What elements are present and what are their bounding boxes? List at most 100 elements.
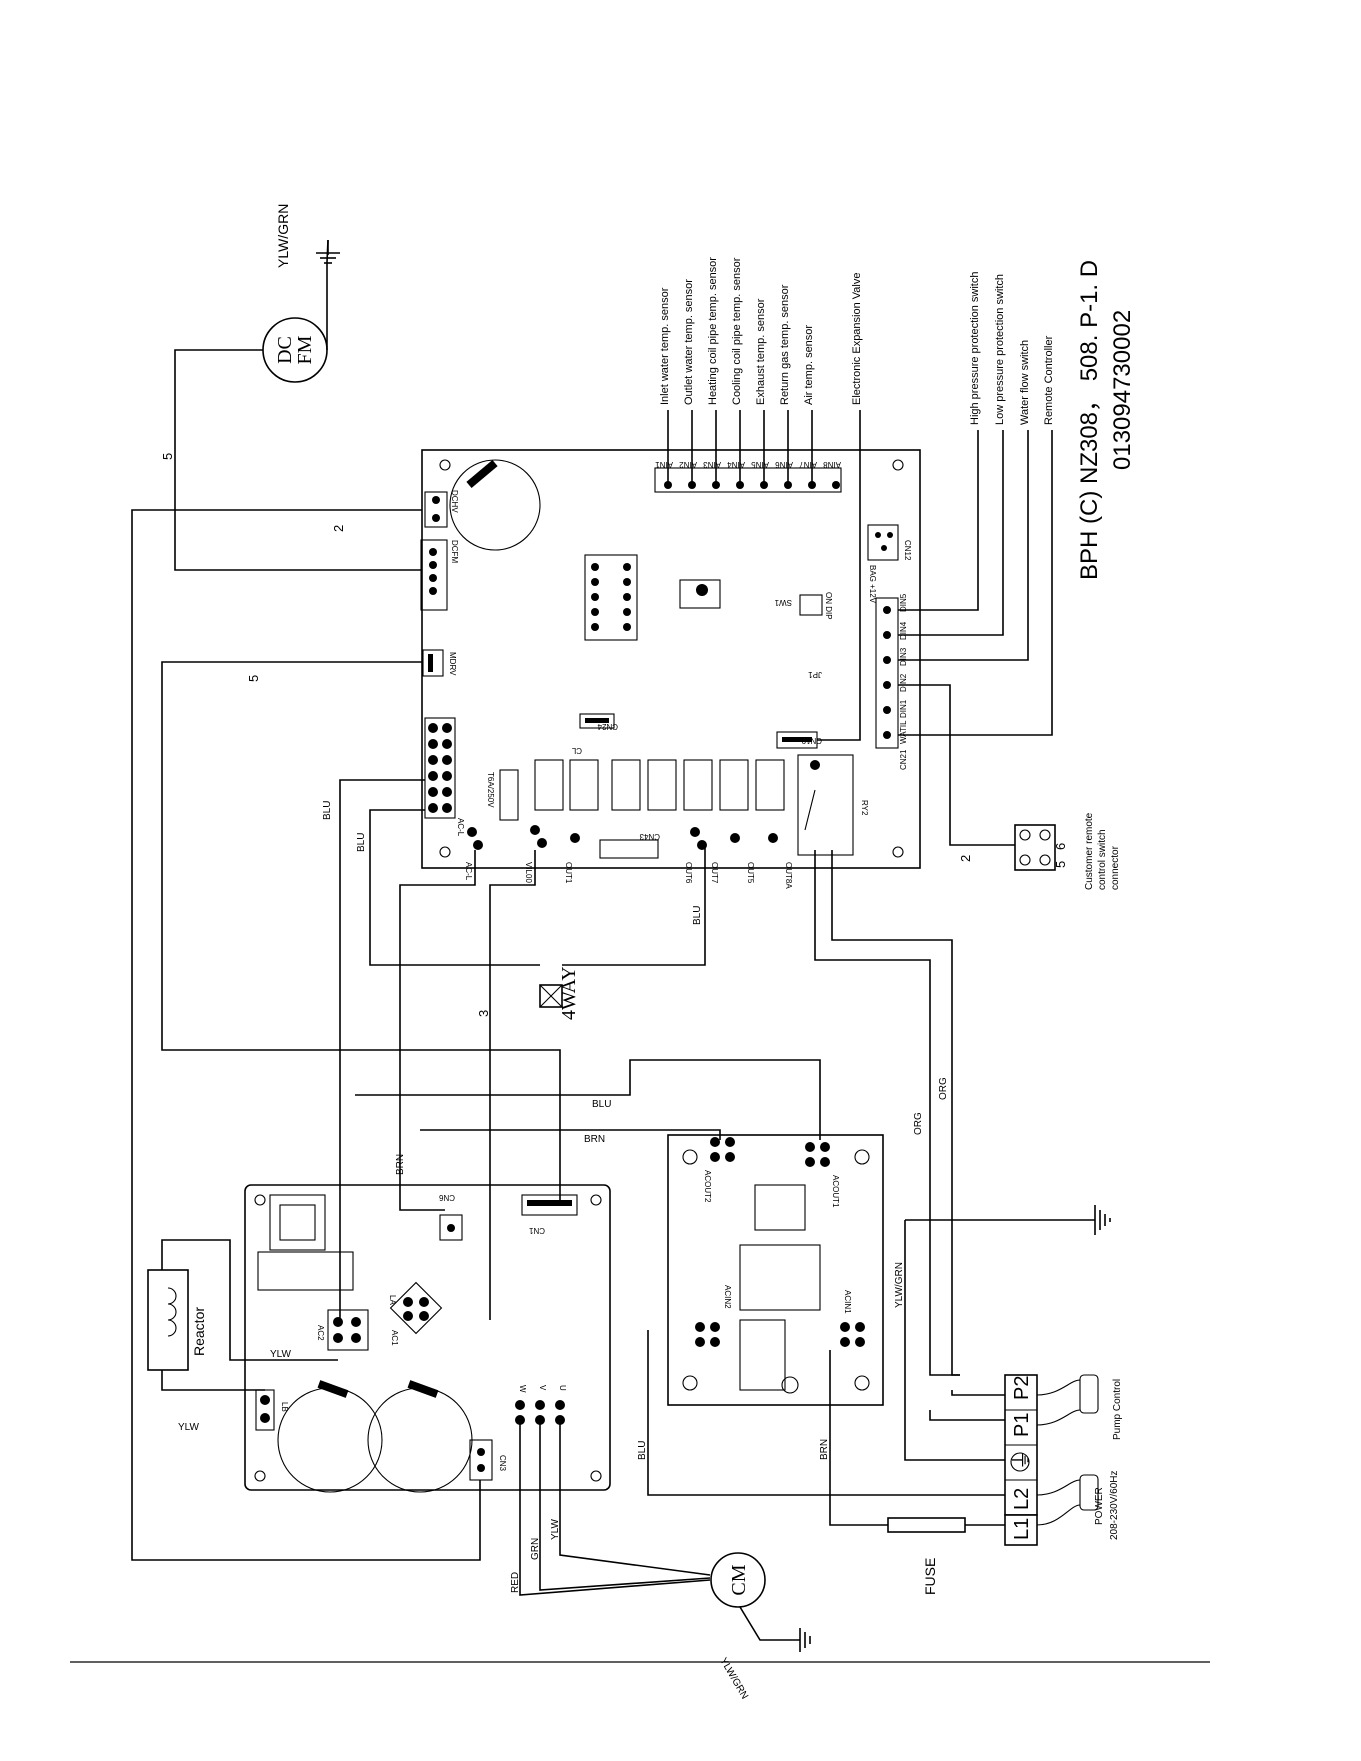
svg-text:AIN8: AIN8 [823, 460, 841, 469]
svg-text:DIN2: DIN2 [899, 673, 908, 692]
svg-text:CL: CL [571, 746, 582, 755]
sensor-label-air: Air temp. sensor [803, 325, 815, 405]
svg-text:AIN6: AIN6 [775, 460, 793, 469]
svg-text:6: 6 [1053, 843, 1068, 850]
main-control-board [420, 449, 921, 869]
svg-text:ORG: ORG [913, 1112, 924, 1135]
svg-text:ACIN2: ACIN2 [723, 1285, 732, 1309]
svg-text:ON DIP: ON DIP [824, 592, 833, 620]
switch-label-water-flow: Water flow switch [1019, 340, 1031, 425]
svg-text:CN1: CN1 [528, 1226, 545, 1235]
driver-board [244, 1184, 611, 1493]
reactor: Reactor [147, 1269, 207, 1371]
svg-text:U: U [558, 1385, 567, 1391]
svg-text:2: 2 [958, 855, 973, 862]
svg-text:DIN3: DIN3 [899, 647, 908, 666]
svg-text:BLU: BLU [592, 1099, 611, 1110]
pump-terminal-block: P1 P2 Pump Control [1011, 1374, 1123, 1440]
power-terminal-block: L1 L2 ⏚ POWER 208-230V/60Hz [1004, 1374, 1120, 1546]
svg-text:FM: FM [294, 335, 316, 364]
svg-text:BRN: BRN [395, 1154, 406, 1175]
switch-label-low-pressure: Low pressure protection switch [994, 274, 1006, 425]
svg-text:control switch: control switch [1097, 829, 1108, 890]
svg-text:JP1: JP1 [808, 670, 822, 679]
svg-text:YLW/GRN: YLW/GRN [894, 1262, 905, 1308]
svg-text:ACIN1: ACIN1 [843, 1290, 852, 1314]
svg-text:ACOUT2: ACOUT2 [703, 1170, 712, 1203]
svg-text:DC: DC [274, 336, 296, 364]
svg-text:AIN1: AIN1 [655, 460, 673, 469]
sensor-labels: Inlet water temp. sensor Outlet water te… [659, 257, 863, 405]
svg-text:BLU: BLU [692, 906, 703, 925]
svg-text:CN43: CN43 [639, 832, 660, 841]
svg-text:DIN1: DIN1 [899, 699, 908, 718]
svg-text:AC-L: AC-L [464, 862, 473, 881]
svg-text:CN6: CN6 [438, 1193, 455, 1202]
switch-label-high-pressure: High pressure protection switch [969, 272, 981, 425]
svg-text:V: V [538, 1385, 547, 1391]
svg-text:5: 5 [160, 453, 175, 460]
dc-fan-motor: DC FM YLW/GRN [262, 204, 329, 383]
svg-text:AC1: AC1 [390, 1330, 399, 1346]
svg-text:DCHV: DCHV [450, 490, 459, 513]
svg-text:OUT7: OUT7 [710, 862, 719, 884]
svg-text:Customer remote: Customer remote [1084, 812, 1095, 890]
svg-text:OUT6: OUT6 [684, 862, 693, 884]
main-board-labels: AIN1 AIN2 AIN3 AIN4 AIN5 AIN6 AIN7 AIN8 … [448, 460, 912, 889]
four-way-valve-label: 4WAY [558, 966, 580, 1020]
svg-text:5: 5 [1053, 861, 1068, 868]
svg-text:ORG: ORG [938, 1077, 949, 1100]
wiring [131, 349, 1095, 1596]
ground-icon [1094, 1205, 1111, 1235]
filter-board-labels: ACOUT2 ACOUT1 ACIN2 ACIN1 [703, 1170, 852, 1314]
switch-label-remote-controller: Remote Controller [1043, 335, 1055, 425]
svg-text:RY2: RY2 [860, 800, 869, 816]
svg-text:5: 5 [246, 675, 261, 682]
part-number: 013094730002 [1109, 310, 1136, 470]
sensor-label-return-gas: Return gas temp. sensor [779, 284, 791, 405]
svg-text:208-230V/60Hz: 208-230V/60Hz [1109, 1471, 1120, 1541]
svg-text:RED: RED [510, 1572, 521, 1593]
svg-text:P2: P2 [1011, 1376, 1033, 1400]
svg-text:BRN: BRN [819, 1439, 830, 1460]
svg-text:AC-L: AC-L [456, 818, 465, 837]
svg-text:Reactor: Reactor [191, 1307, 207, 1356]
svg-text:T6A/250V: T6A/250V [486, 772, 495, 808]
svg-text:YLW: YLW [550, 1519, 561, 1540]
svg-text:3: 3 [476, 1010, 491, 1017]
svg-text:BLU: BLU [356, 833, 367, 852]
svg-text:AC2: AC2 [316, 1325, 325, 1341]
model-code: BPH (C) NZ308， 508. P-1. D [1076, 260, 1103, 580]
svg-text:BLU: BLU [637, 1441, 648, 1460]
svg-text:CM: CM [728, 1564, 750, 1595]
svg-text:⏚: ⏚ [1011, 1450, 1033, 1470]
driver-board-labels: AC2 LA AC1 LB CN6 CN1 CN3 U V W [280, 1193, 567, 1472]
svg-text:L2: L2 [1011, 1488, 1033, 1510]
svg-text:BAG +12V: BAG +12V [868, 565, 877, 604]
svg-text:GRN: GRN [530, 1538, 541, 1560]
sensor-label-cooling-coil: Cooling coil pipe temp. sensor [731, 257, 743, 405]
svg-text:POWER: POWER [1094, 1487, 1105, 1525]
remote-control-connector: 6 5 Customer remote control switch conne… [1014, 812, 1121, 890]
svg-text:CN12: CN12 [903, 540, 912, 561]
svg-text:W: W [518, 1385, 527, 1393]
svg-text:OUT8A: OUT8A [784, 862, 793, 889]
svg-text:CN24: CN24 [597, 722, 618, 731]
svg-text:2: 2 [331, 525, 346, 532]
svg-text:AIN4: AIN4 [727, 460, 745, 469]
svg-text:CN3: CN3 [498, 1455, 507, 1472]
ground-icon [316, 240, 340, 264]
svg-text:P1: P1 [1011, 1413, 1033, 1437]
svg-text:BLU: BLU [322, 801, 333, 820]
switch-labels: High pressure protection switch Low pres… [969, 272, 1055, 425]
svg-text:VIL00: VIL00 [524, 862, 533, 883]
svg-text:LB: LB [280, 1402, 289, 1412]
sensor-label-outlet: Outlet water temp. sensor [683, 279, 695, 405]
svg-text:CN21: CN21 [899, 749, 908, 770]
wire-labels: BLU BLU BLU BLU BRN BRN BLU BRN YLW YLW … [160, 453, 973, 1593]
svg-text:AIN3: AIN3 [703, 460, 721, 469]
ground-icon [799, 1628, 811, 1652]
svg-text:AIN7: AIN7 [799, 460, 817, 469]
filter-board [667, 1134, 884, 1406]
